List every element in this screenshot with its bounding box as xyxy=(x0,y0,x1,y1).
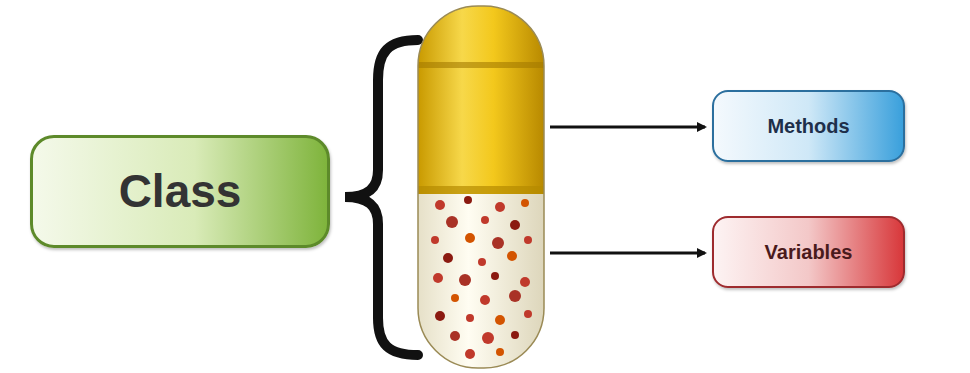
curly-brace xyxy=(345,40,418,355)
capsule-outline xyxy=(418,6,544,368)
capsule-pill xyxy=(418,6,544,368)
node-label: Class xyxy=(119,166,242,217)
node-label: Methods xyxy=(767,115,849,137)
variables-box: Variables xyxy=(712,216,905,288)
node-label: Variables xyxy=(765,241,853,263)
class-box: Class xyxy=(30,135,330,248)
pointer-arrow xyxy=(550,126,705,129)
capsule-granules xyxy=(431,196,532,359)
methods-box: Methods xyxy=(712,90,905,162)
pointer-arrow xyxy=(550,252,705,255)
